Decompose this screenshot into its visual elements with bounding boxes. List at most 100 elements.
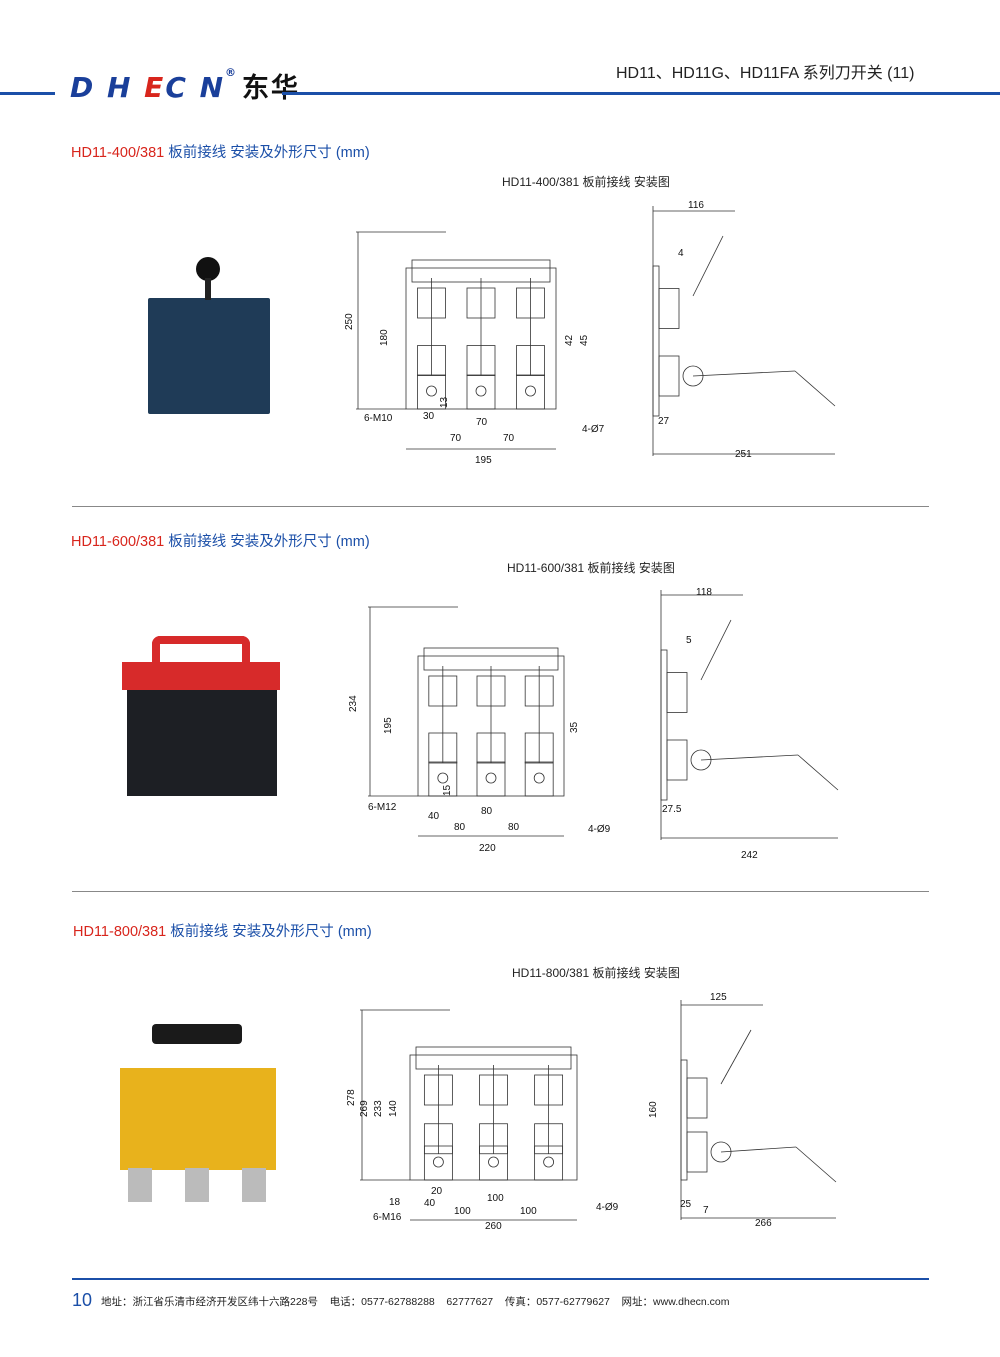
dim-label: 70 — [450, 433, 462, 444]
brand-logo: D H EC N®东华 — [70, 66, 301, 104]
dim-label: 100 — [520, 1206, 537, 1217]
dim-label: 118 — [696, 587, 712, 598]
header-rule — [282, 92, 1000, 95]
section-divider — [72, 506, 929, 507]
dim-label: 80 — [508, 822, 520, 833]
handle-arm — [797, 754, 839, 791]
dim-label: 100 — [487, 1193, 504, 1204]
side-plate — [660, 649, 668, 801]
dim-label: 269 — [359, 1100, 370, 1117]
dim-label: 6-M12 — [368, 802, 397, 813]
handle-arm — [700, 754, 799, 761]
terminal — [128, 1168, 152, 1202]
section-title: HD11-800/381 板前接线 安装及外形尺寸 (mm) — [73, 920, 372, 941]
dim-label: 80 — [481, 806, 493, 817]
dim-label: 40 — [424, 1198, 436, 1209]
series-title: HD11、HD11G、HD11FA 系列刀开关 (11) — [616, 65, 915, 82]
dim-label: 260 — [485, 1221, 502, 1232]
terminal — [476, 761, 506, 797]
handle-arm — [692, 370, 796, 377]
dim-label: 5 — [686, 635, 692, 646]
dim-label: 25 — [680, 1199, 692, 1210]
dim-label: 18 — [389, 1197, 401, 1208]
dim-label: 20 — [431, 1186, 443, 1197]
section-desc: 板前接线 安装及外形尺寸 (mm) — [170, 924, 372, 940]
terminal — [417, 374, 446, 410]
terminal — [466, 374, 496, 410]
dim-label: 4-Ø9 — [596, 1202, 619, 1213]
dim-label: 4-Ø7 — [582, 424, 605, 435]
dim-label: 7 — [703, 1205, 709, 1216]
terminal — [524, 761, 554, 797]
terminal — [428, 761, 458, 797]
terminal-hole — [437, 772, 449, 784]
handle-arm — [794, 370, 836, 407]
terminal-hole — [432, 1156, 444, 1168]
section-title: HD11-400/381 板前接线 安装及外形尺寸 (mm) — [71, 141, 370, 162]
drawing-title: HD11-800/381 板前接线 安装图 — [512, 966, 680, 980]
terminal — [423, 1145, 453, 1181]
dim-label: 234 — [348, 695, 359, 712]
dim-label: 27.5 — [662, 804, 682, 815]
dim-label: 6-M10 — [364, 413, 393, 424]
dim-label: 15 — [442, 784, 453, 796]
dim-label: 13 — [439, 396, 450, 408]
dim-label: 4 — [678, 248, 684, 259]
dim-label: 266 — [755, 1218, 772, 1229]
footer-contact: 地址：浙江省乐清市经济开发区纬十六路228号 电话：0577-62788288 … — [101, 1296, 730, 1308]
header-rule-left — [0, 92, 55, 95]
dim-label: 220 — [479, 843, 496, 854]
model-name: HD11-800/381 — [73, 924, 167, 940]
terminal — [185, 1168, 209, 1202]
black-handle — [152, 1024, 242, 1044]
terminal — [479, 1145, 508, 1181]
pivot — [710, 1141, 732, 1163]
dim-label: 35 — [569, 721, 580, 733]
dim-label: 6-M16 — [373, 1212, 402, 1223]
handle-arm — [720, 1029, 752, 1085]
page-number: 10 — [72, 1290, 93, 1310]
dim-label: 180 — [379, 329, 390, 346]
handle-arm — [700, 619, 732, 681]
dim-label: 160 — [648, 1101, 659, 1118]
side-bracket — [666, 739, 688, 781]
section-desc: 板前接线 安装及外形尺寸 (mm) — [168, 145, 370, 161]
side-plate — [680, 1059, 688, 1181]
dim-label: 30 — [423, 411, 435, 422]
dim-label: 100 — [454, 1206, 471, 1217]
terminal — [516, 374, 545, 410]
terminal-hole — [533, 772, 545, 784]
terminal-hole — [426, 385, 437, 397]
section-title: HD11-600/381 板前接线 安装及外形尺寸 (mm) — [71, 530, 370, 551]
drawing-title: HD11-400/381 板前接线 安装图 — [502, 175, 670, 189]
pivot — [682, 365, 704, 387]
section-desc: 板前接线 安装及外形尺寸 (mm) — [168, 534, 370, 550]
dim-label: 27 — [658, 416, 670, 427]
dim-label: 251 — [735, 449, 752, 460]
handle-knob — [196, 257, 220, 281]
dim-label: 140 — [388, 1100, 399, 1117]
terminal — [534, 1145, 564, 1181]
model-name: HD11-400/381 — [71, 145, 165, 161]
dim-label: 116 — [688, 200, 704, 211]
model-name: HD11-600/381 — [71, 534, 165, 550]
logo-cn: 东华 — [242, 73, 301, 104]
product-photo-800 — [120, 1068, 276, 1170]
dim-label: 70 — [476, 417, 488, 428]
dim-label: 250 — [344, 313, 355, 330]
terminal — [242, 1168, 266, 1202]
pivot — [690, 749, 712, 771]
terminal-hole — [485, 772, 497, 784]
dim-label: 40 — [428, 811, 440, 822]
terminal-hole — [488, 1156, 499, 1168]
dim-label: 278 — [346, 1089, 357, 1106]
handle-arm — [692, 235, 724, 297]
dim-label: 80 — [454, 822, 466, 833]
red-handle — [152, 636, 250, 666]
dim-label: 242 — [741, 850, 758, 861]
dim-label: 4-Ø9 — [588, 824, 611, 835]
side-bracket — [658, 288, 680, 329]
red-handle-base — [122, 662, 280, 690]
dim-label: 70 — [503, 433, 515, 444]
